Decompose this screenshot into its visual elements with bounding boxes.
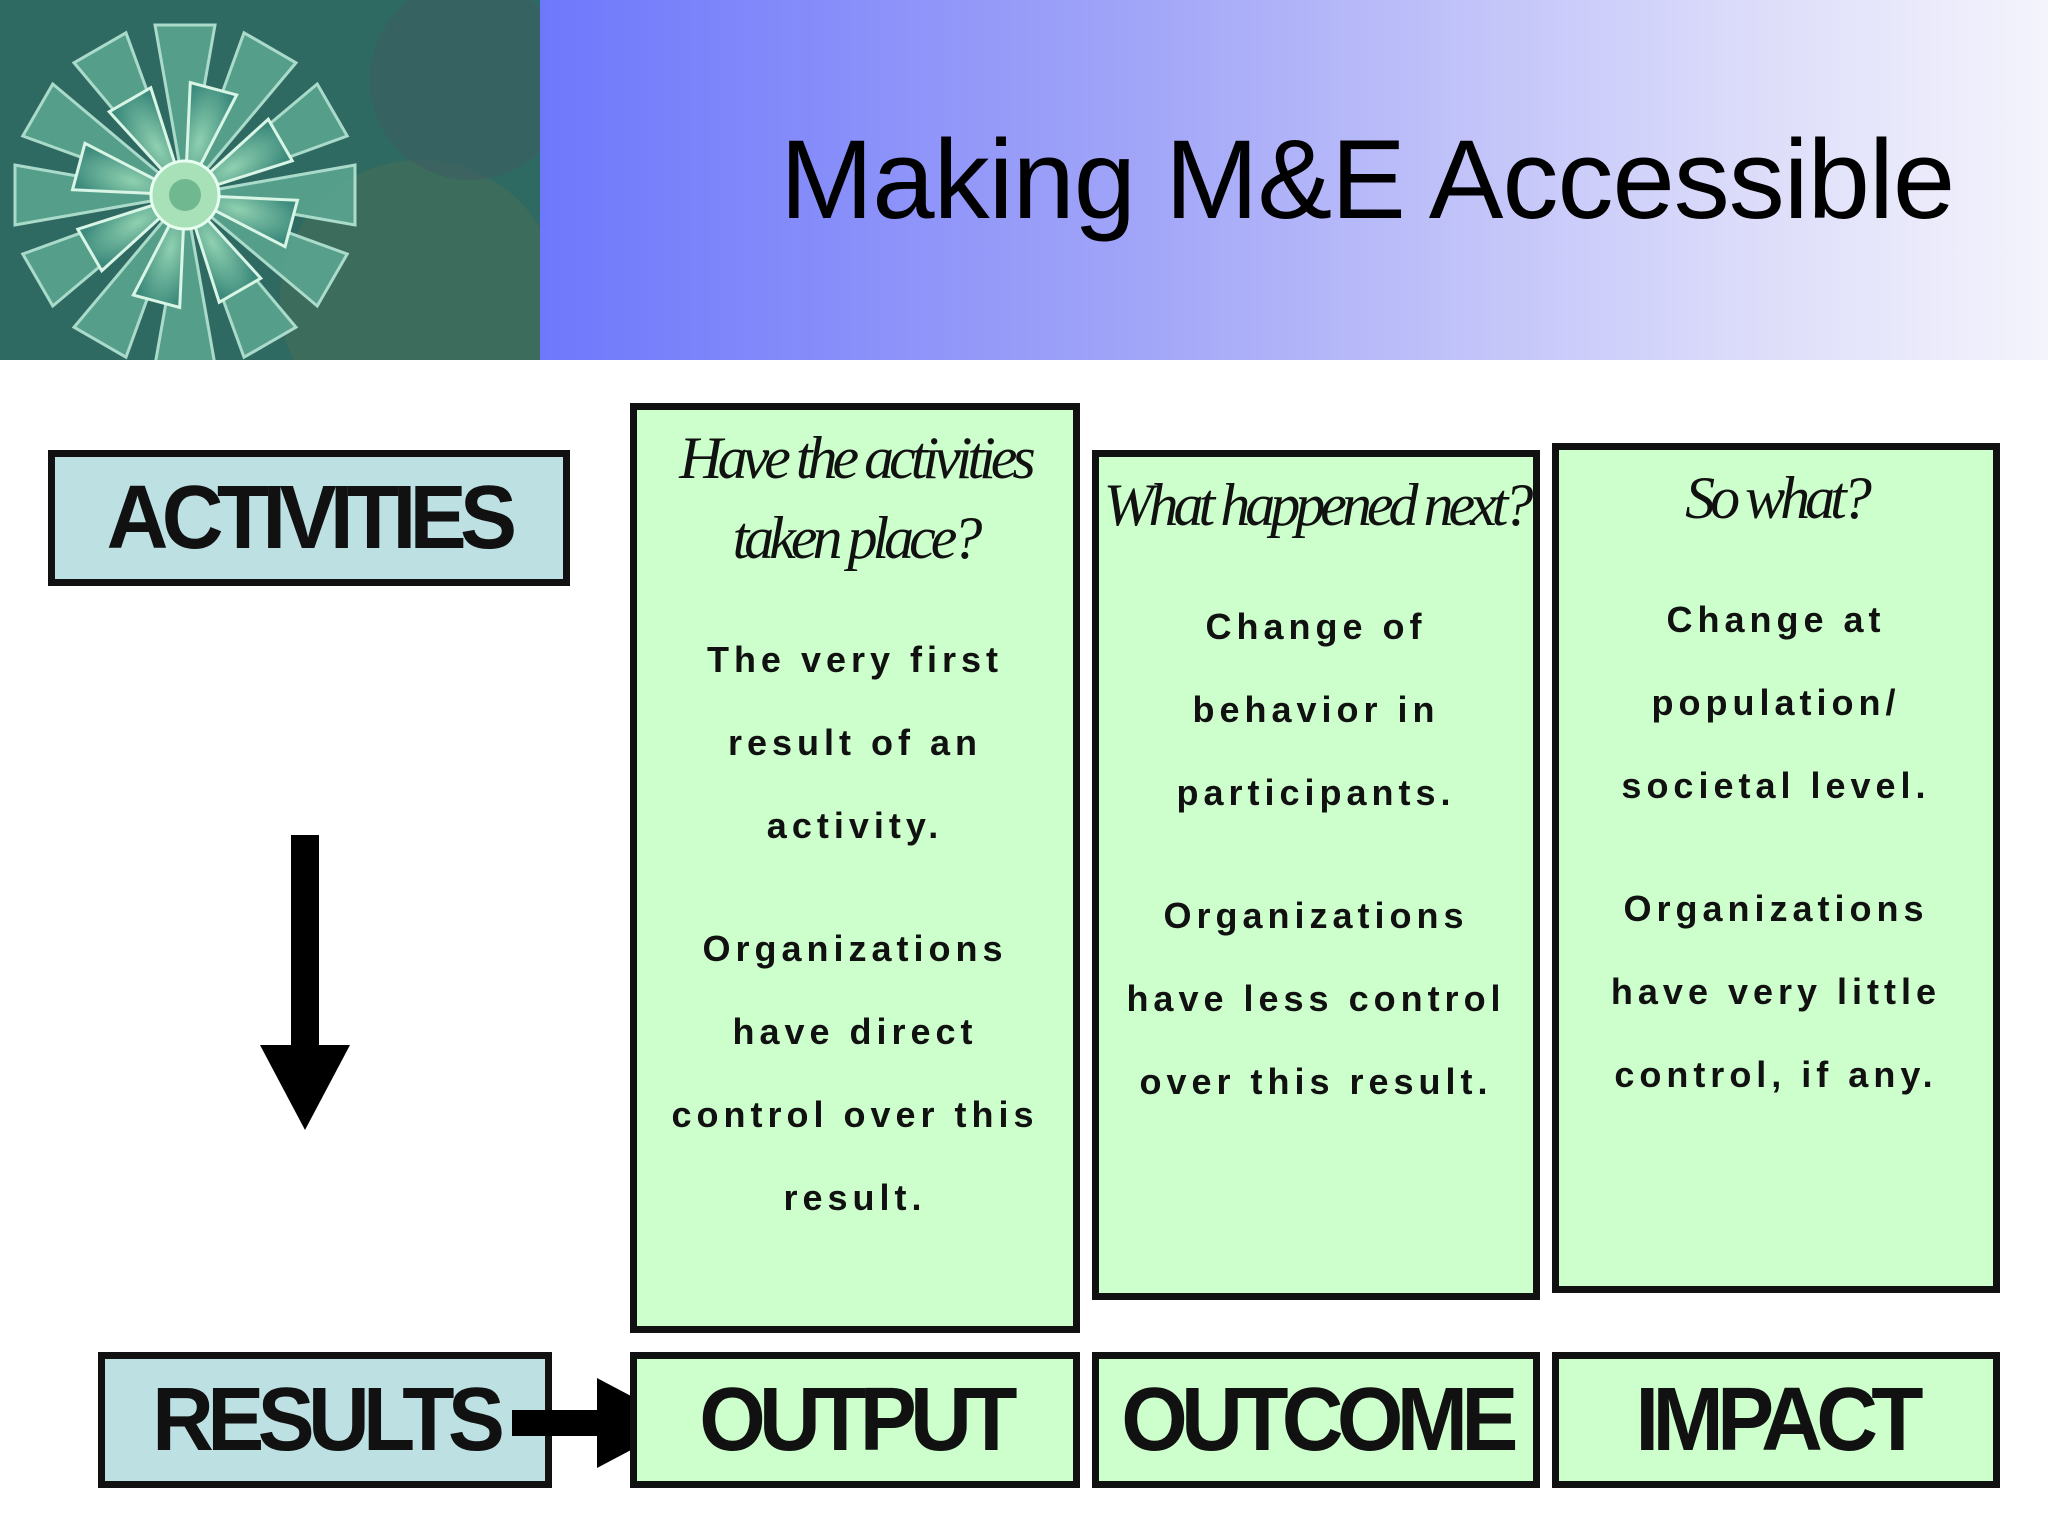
outcome-question: What happened next? [1103,472,1534,538]
impact-label: IMPACT [1635,1369,1923,1470]
header-banner: Making M&E Accessible [0,0,2048,360]
outcome-control: Organizations have less control over thi… [1126,895,1506,1102]
output-box: OUTPUT [630,1352,1080,1488]
results-label: RESULTS [151,1369,505,1470]
down-arrow-icon [260,835,350,1130]
outcome-label: OUTCOME [1120,1369,1518,1470]
outcome-column: What happened next? Change of behavior i… [1092,450,1540,1300]
slide-title: Making M&E Accessible [780,117,1955,242]
results-box: RESULTS [98,1352,552,1488]
output-control: Organizations have direct control over t… [671,928,1039,1218]
impact-box: IMPACT [1552,1352,2000,1488]
output-question: Have the activities taken place? [679,425,1035,571]
output-column: Have the activities taken place? The ver… [630,403,1080,1333]
outcome-description: Change of behavior in participants. [1176,606,1456,813]
impact-column: So what? Change at population/ societal … [1552,443,2000,1293]
activities-box: ACTIVITIES [48,450,570,586]
output-label: OUTPUT [699,1369,1017,1470]
impact-question: So what? [1685,465,1872,531]
output-description: The very first result of an activity. [706,639,1004,846]
succulent-photo [0,0,540,360]
impact-description: Change at population/ societal level. [1621,599,1931,806]
outcome-box: OUTCOME [1092,1352,1540,1488]
activities-label: ACTIVITIES [107,467,517,568]
impact-control: Organizations have very little control, … [1610,888,1942,1095]
succulent-plant-icon [0,0,540,360]
